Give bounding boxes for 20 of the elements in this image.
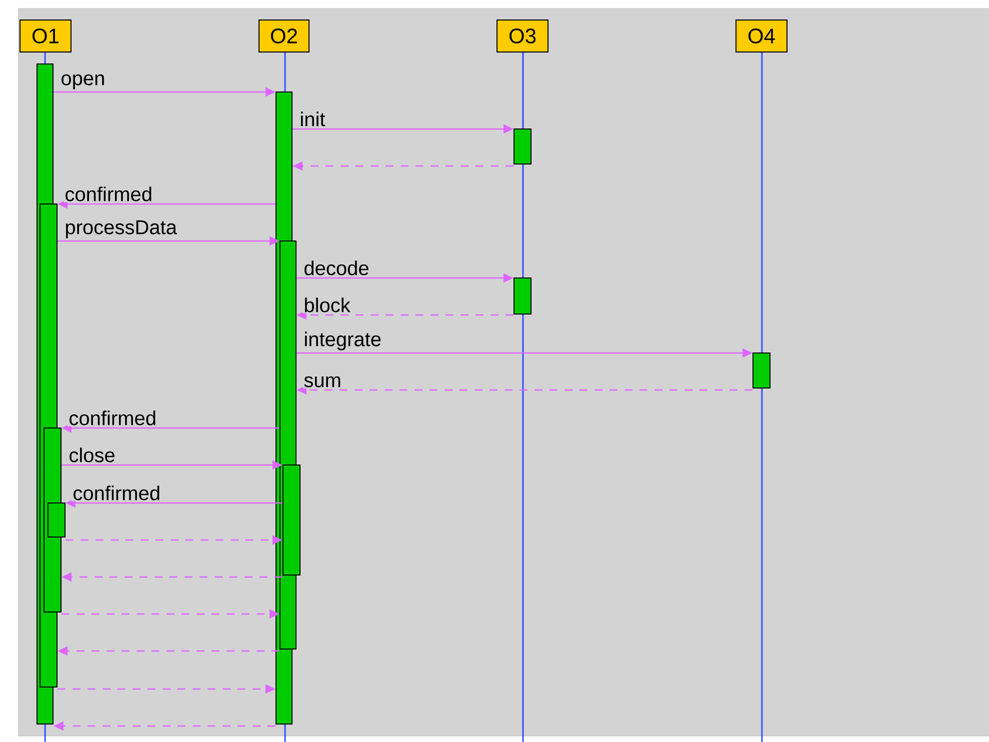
message-label: decode	[302, 260, 370, 276]
activation-bar	[48, 502, 66, 538]
activation-bar	[752, 352, 770, 388]
message-label: confirmed	[68, 410, 158, 426]
message-label: sum	[302, 375, 342, 388]
object-box: O2	[258, 20, 310, 52]
message-label: confirmed	[72, 484, 162, 502]
message-label: processData	[64, 219, 178, 240]
object-box: O1	[20, 20, 72, 52]
object-box: O3	[496, 20, 548, 52]
message-label: close	[68, 446, 116, 464]
message-label: integrate	[302, 330, 383, 352]
activation-bar	[282, 464, 300, 576]
message-label: block	[302, 296, 352, 314]
activation-bar	[514, 128, 532, 164]
activation-bar	[514, 278, 532, 314]
message-label: open	[60, 73, 106, 90]
message-label: init	[298, 110, 326, 128]
object-box: O4	[736, 20, 788, 52]
message-label: confirmed	[64, 186, 154, 202]
